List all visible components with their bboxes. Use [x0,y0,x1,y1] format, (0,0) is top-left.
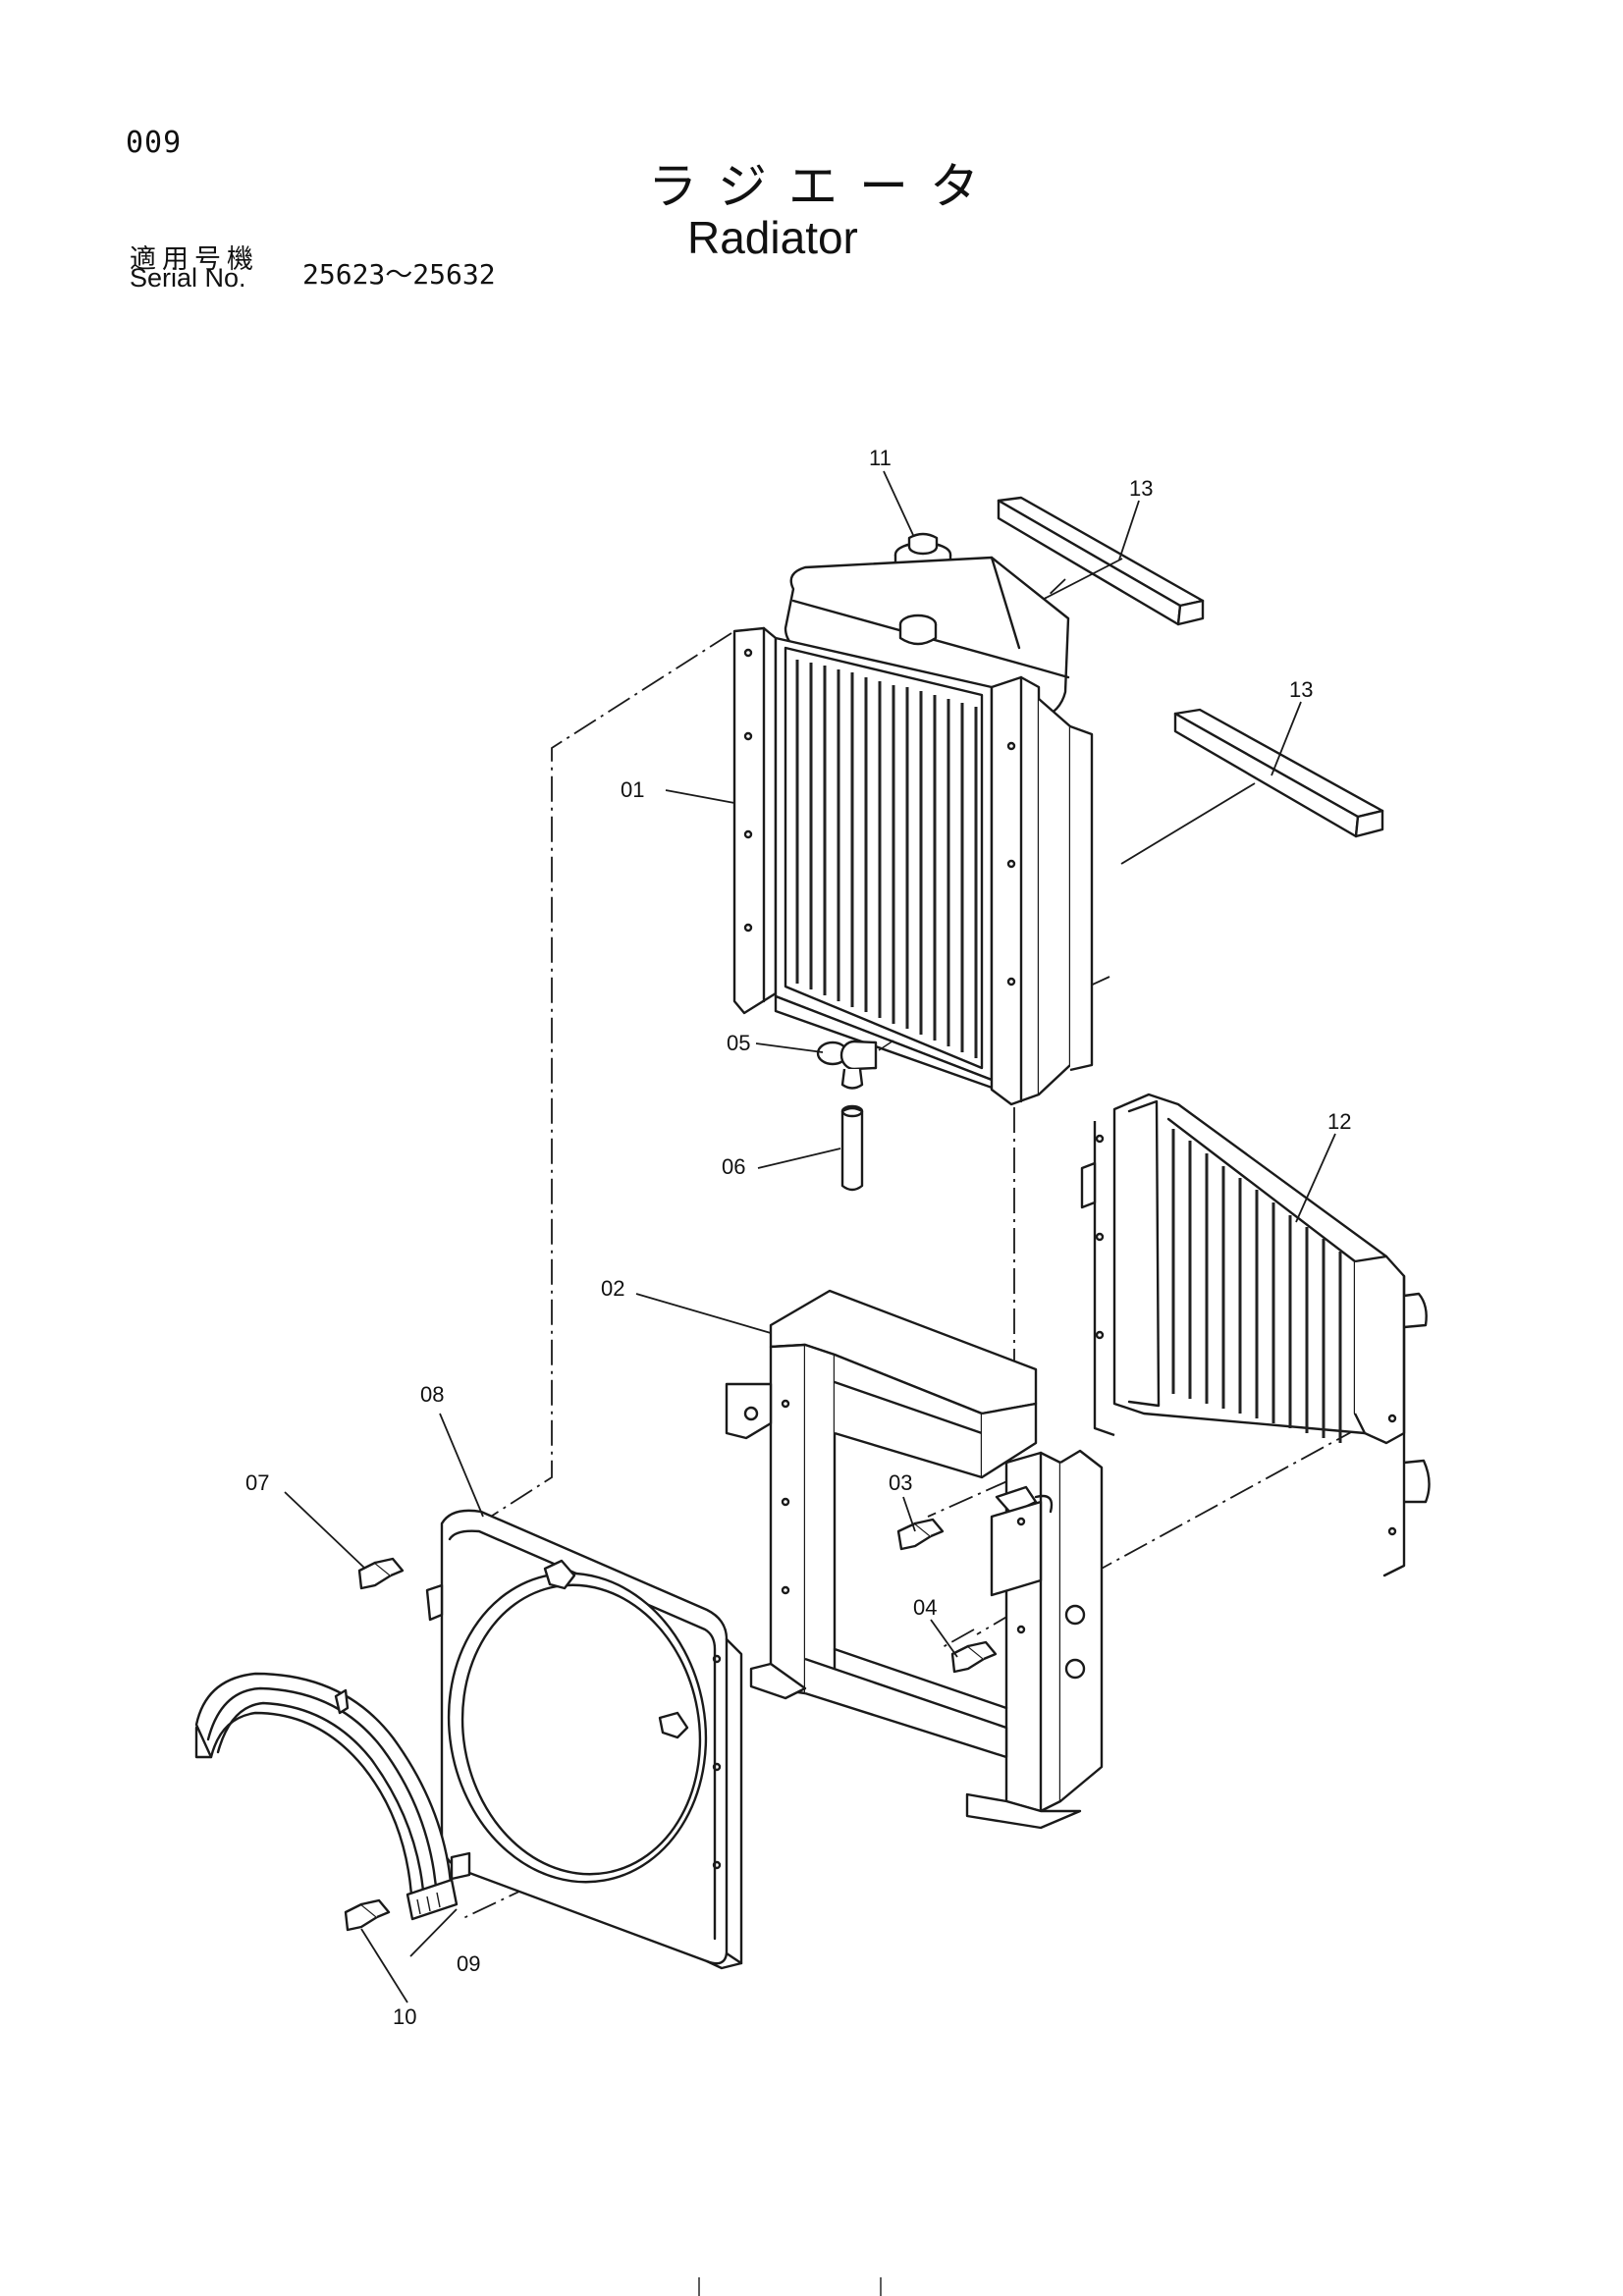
part-10-bolt [344,1898,391,1932]
callout-05: 05 [727,1031,750,1055]
callout-10: 10 [393,2004,416,2029]
title-english: Radiator [687,212,858,263]
serial-label-english: Serial No. [130,263,246,293]
part-05-drain-cock [816,1040,894,1090]
part-07-bolt [357,1557,405,1590]
part-08-fan-shroud [425,1509,743,1970]
callout-13-upper: 13 [1129,476,1153,501]
radiator-core-fins [795,660,978,1058]
part-12-oil-cooler [1080,1093,1431,1577]
callout-04: 04 [913,1595,937,1620]
scan-marks [698,2277,882,2296]
serial-label-japanese: 適用号機 [130,244,259,275]
part-01-radiator [732,556,1094,1106]
callout-labels: 11 13 13 01 05 06 12 02 03 04 07 08 09 1… [245,446,1351,2029]
title-japanese: ラジエータ [648,158,1001,215]
callout-07: 07 [245,1470,269,1495]
callout-13-lower: 13 [1289,677,1313,702]
part-02-radiator-frame [725,1289,1104,1830]
part-06-drain-hose [840,1104,864,1192]
callout-03: 03 [889,1470,912,1495]
part-09-fan-guard [194,1672,471,1921]
callout-11: 11 [869,446,892,470]
page-number: 009 [126,126,183,160]
oil-cooler-fins [1171,1129,1342,1443]
callout-06: 06 [722,1154,745,1179]
callout-09: 09 [457,1951,480,1976]
callout-12: 12 [1327,1109,1351,1134]
callout-02: 02 [601,1276,624,1301]
part-13-seal-strip-lower [1173,708,1384,838]
part-03-bolt [896,1518,945,1551]
part-04-bolt [950,1640,998,1674]
callout-01: 01 [621,777,644,802]
serial-range: 25623～25632 [302,258,496,291]
leader-lines [284,470,1336,2003]
part-13-seal-strip-upper [997,496,1205,626]
callout-08: 08 [420,1382,444,1407]
